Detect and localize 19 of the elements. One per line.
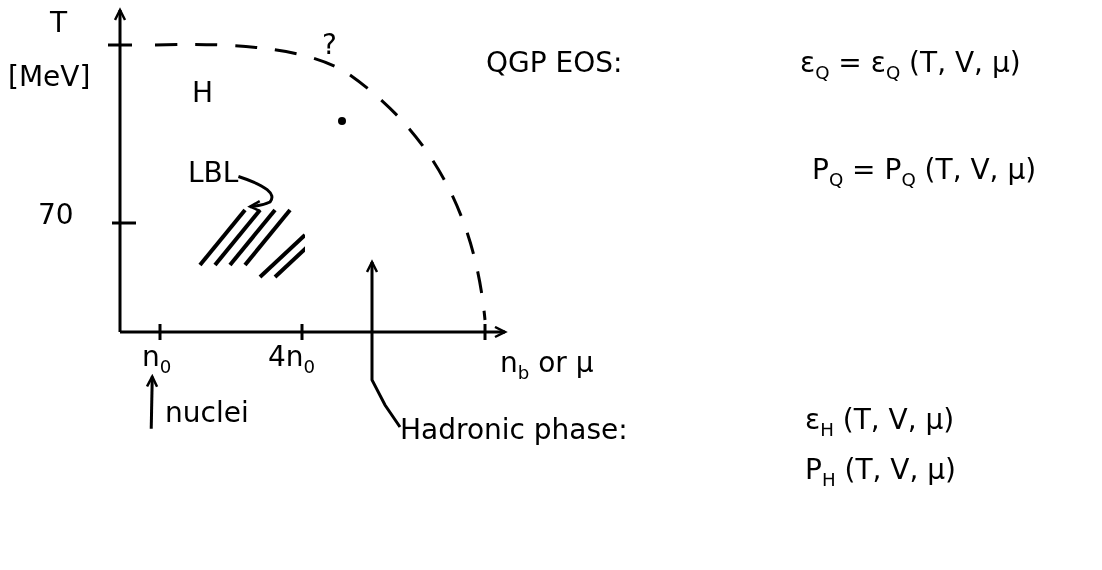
axis-label: ? (322, 30, 337, 61)
arrow (365, 260, 402, 428)
arrow (145, 375, 159, 429)
axis-label: 4n$_{0}$ (268, 342, 316, 377)
annotation-text: LBL (188, 158, 239, 189)
axis-label: 70 (38, 200, 74, 231)
axis-label: ε$_{Q}$ = ε$_{Q}$ (T, V, μ) (800, 48, 1021, 83)
axis-label: n$_{b}$ or μ (500, 348, 594, 383)
annotation-text: nuclei (145, 398, 249, 429)
axis-label: QGP EOS: (486, 48, 623, 79)
axis-label: T (50, 8, 68, 39)
axis-label: H (192, 78, 214, 109)
axis-label: [MeV] (8, 62, 91, 93)
axis-label: P$_{Q}$ = P$_{Q}$ (T, V, μ) (812, 155, 1037, 190)
equation: ε$_{H}$ (T, V, μ) (805, 405, 955, 440)
tick-label: n$_{0}$ (142, 342, 172, 377)
annotation-text: Hadronic phase: (400, 415, 628, 446)
arrow (237, 175, 274, 213)
equation: P$_{H}$ (T, V, μ) (805, 455, 956, 490)
